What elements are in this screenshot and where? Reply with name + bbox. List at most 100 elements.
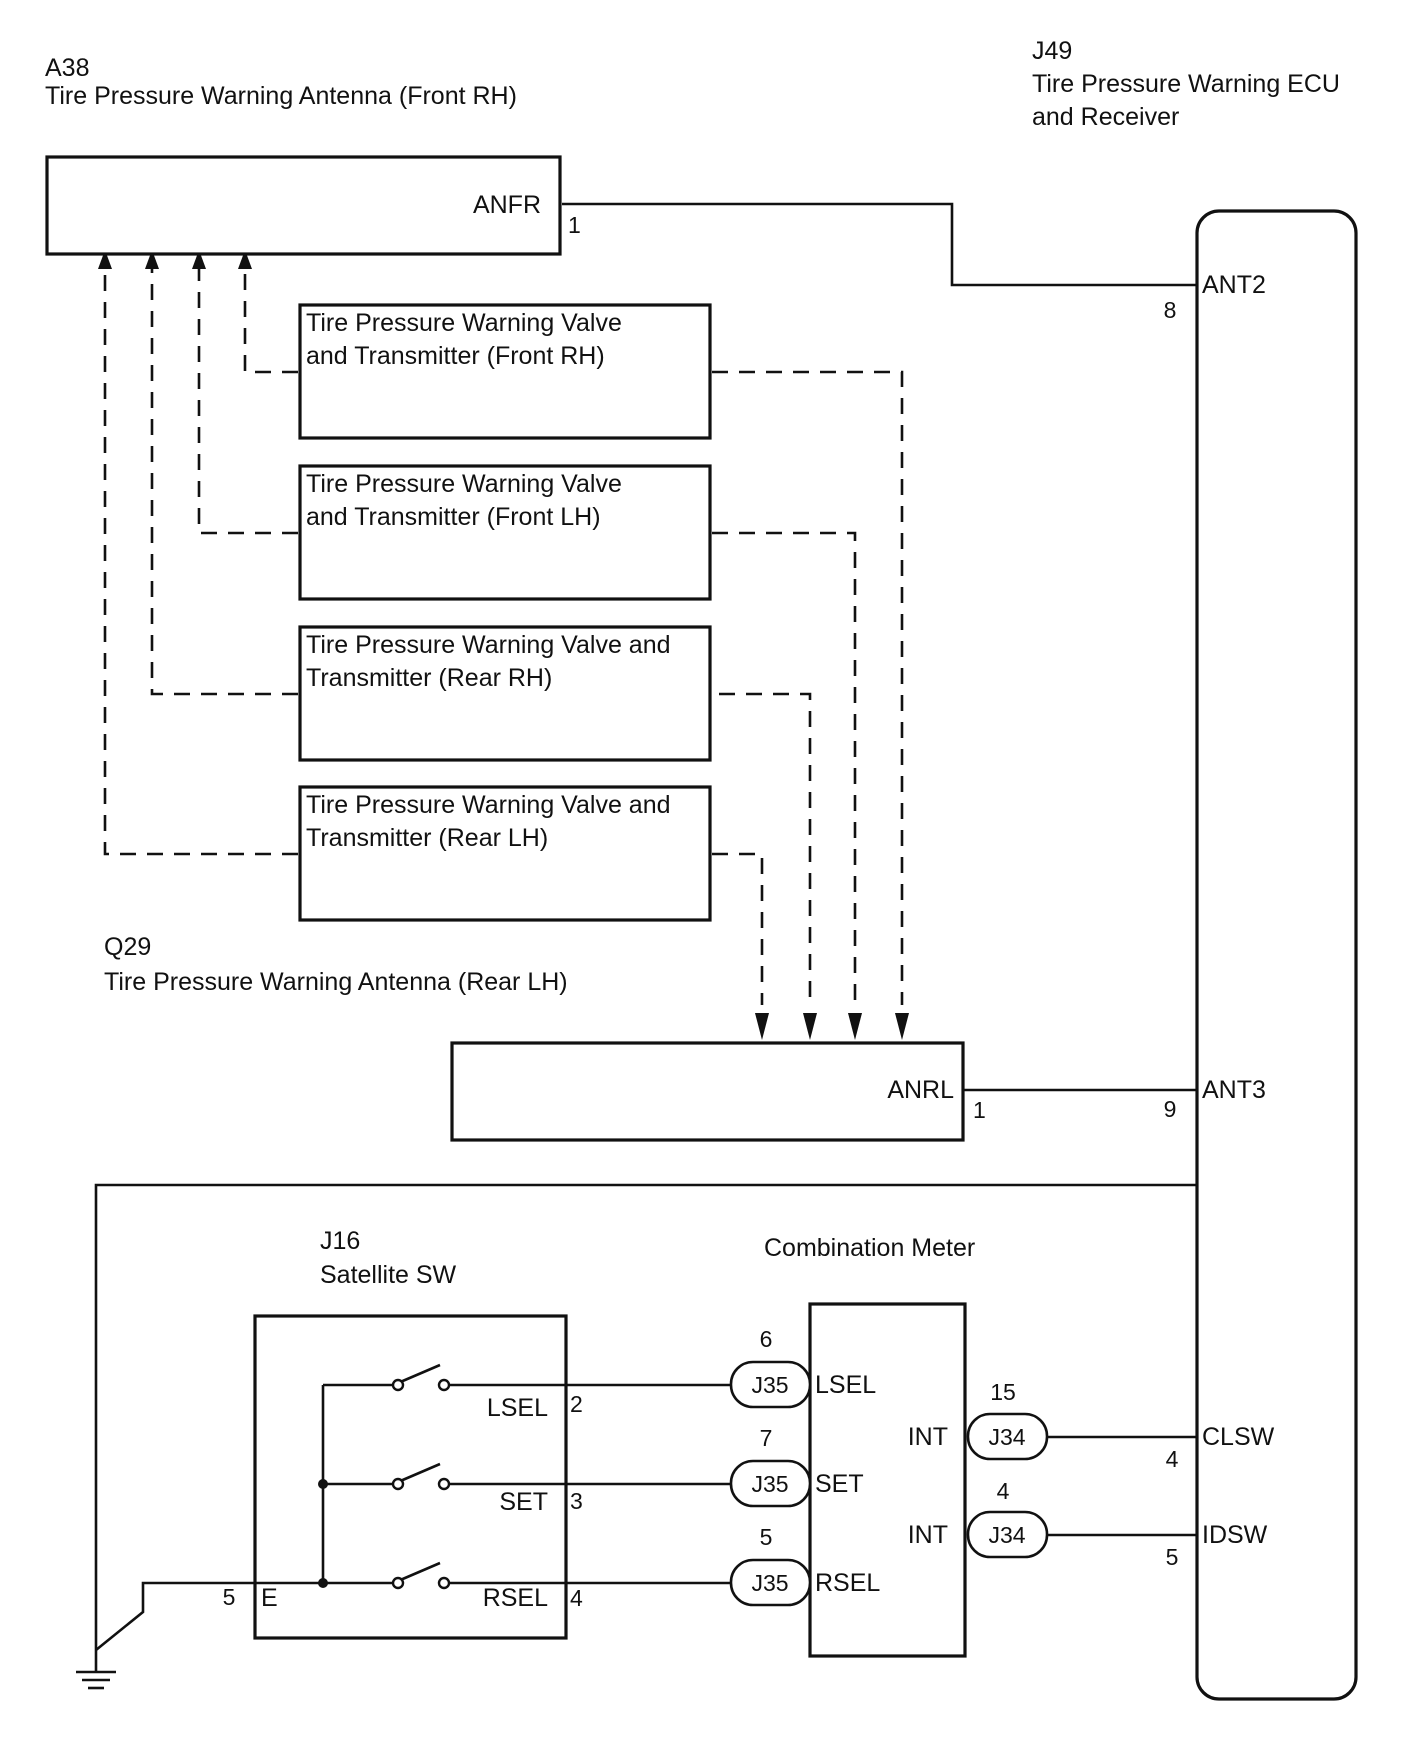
transmitter-box bbox=[298, 625, 712, 762]
component-a38: A38 Tire Pressure Warning Antenna (Front… bbox=[45, 54, 581, 256]
arrow-up bbox=[238, 250, 252, 269]
rf-front-rh-to-q29 bbox=[712, 370, 904, 1005]
connector-pin: 7 bbox=[760, 1425, 773, 1451]
component-combination-meter: Combination Meter J35 6 LSEL J35 7 SET J… bbox=[729, 1234, 1049, 1658]
q29-box bbox=[450, 1041, 965, 1142]
connector-label: J34 bbox=[988, 1522, 1025, 1548]
j49-pin-clsw: 4 bbox=[1166, 1446, 1179, 1472]
connector-j35-set bbox=[729, 1459, 812, 1508]
q29-terminal-anrl: ANRL bbox=[887, 1076, 954, 1104]
j49-title-line2: and Receiver bbox=[1032, 103, 1179, 131]
transmitter-box bbox=[298, 303, 712, 440]
combination-meter-title: Combination Meter bbox=[764, 1234, 975, 1262]
meter-terminal-rsel: RSEL bbox=[815, 1569, 880, 1597]
rf-front-lh-to-q29 bbox=[712, 531, 857, 1005]
wire-ground-bus bbox=[94, 1183, 1197, 1650]
meter-terminal-set: SET bbox=[815, 1470, 864, 1498]
transmitter-label-line1: Tire Pressure Warning Valve bbox=[306, 309, 622, 337]
ground-icon bbox=[76, 1650, 116, 1690]
transmitter-label-line1: Tire Pressure Warning Valve bbox=[306, 470, 622, 498]
arrow-down bbox=[755, 1013, 769, 1040]
rf-rear-rh-to-a38 bbox=[150, 266, 298, 696]
j16-pin-set: 3 bbox=[570, 1488, 583, 1514]
connector-label: J35 bbox=[751, 1372, 788, 1398]
j49-terminal-clsw: CLSW bbox=[1202, 1423, 1275, 1451]
connector-j35-lsel bbox=[729, 1360, 812, 1409]
j16-terminal-e: E bbox=[261, 1584, 278, 1612]
connector-j34-idsw bbox=[966, 1510, 1049, 1559]
transmitter-label-line2: Transmitter (Rear LH) bbox=[306, 824, 548, 852]
connector-pin: 5 bbox=[760, 1524, 773, 1550]
arrow-up bbox=[192, 250, 206, 269]
j49-title-line1: Tire Pressure Warning ECU bbox=[1032, 70, 1340, 98]
meter-terminal-int-1: INT bbox=[908, 1423, 948, 1451]
connector-label: J34 bbox=[988, 1424, 1025, 1450]
arrow-down bbox=[895, 1013, 909, 1040]
j16-title: Satellite SW bbox=[320, 1261, 457, 1289]
a38-title: Tire Pressure Warning Antenna (Front RH) bbox=[45, 82, 517, 110]
j16-terminal-lsel: LSEL bbox=[487, 1394, 548, 1422]
rf-front-lh-to-a38 bbox=[197, 266, 298, 535]
component-j49: J49 Tire Pressure Warning ECU and Receiv… bbox=[1032, 37, 1358, 1701]
connector-pin: 4 bbox=[997, 1478, 1010, 1504]
arrow-up bbox=[98, 250, 112, 269]
switch-set-icon bbox=[391, 1462, 566, 1491]
j49-pin-ant3: 9 bbox=[1164, 1096, 1177, 1122]
transmitter-label-line2: Transmitter (Rear RH) bbox=[306, 664, 552, 692]
rf-front-rh-to-a38 bbox=[243, 266, 298, 374]
meter-terminal-lsel: LSEL bbox=[815, 1371, 876, 1399]
j49-terminal-ant2: ANT2 bbox=[1202, 271, 1266, 299]
transmitter-box bbox=[298, 464, 712, 601]
component-j16: J16 Satellite SW LSE bbox=[223, 1227, 583, 1640]
j16-pin-rsel: 4 bbox=[570, 1585, 583, 1611]
a38-terminal-anfr: ANFR bbox=[473, 191, 541, 219]
connector-label: J35 bbox=[751, 1570, 788, 1596]
j49-pin-idsw: 5 bbox=[1166, 1544, 1179, 1570]
j16-pin-lsel: 2 bbox=[570, 1391, 583, 1417]
rf-rear-rh-to-q29 bbox=[719, 692, 812, 1005]
switch-rsel-icon bbox=[391, 1561, 566, 1590]
transmitter-label-line1: Tire Pressure Warning Valve and bbox=[306, 631, 671, 659]
j16-pin-e: 5 bbox=[223, 1584, 236, 1610]
transmitter-box bbox=[298, 785, 712, 922]
arrow-up bbox=[145, 250, 159, 269]
q29-title: Tire Pressure Warning Antenna (Rear LH) bbox=[104, 968, 568, 996]
transmitter-rear-lh: Tire Pressure Warning Valve and Transmit… bbox=[298, 785, 712, 922]
j16-terminal-set: SET bbox=[499, 1488, 548, 1516]
j16-terminal-rsel: RSEL bbox=[483, 1584, 548, 1612]
wire-ground-e bbox=[95, 1581, 255, 1652]
rf-links bbox=[98, 250, 909, 1040]
meter-terminal-int-2: INT bbox=[908, 1521, 948, 1549]
transmitter-rear-rh: Tire Pressure Warning Valve and Transmit… bbox=[298, 625, 712, 762]
j16-code: J16 bbox=[320, 1227, 360, 1255]
transmitter-label-line2: and Transmitter (Front RH) bbox=[306, 342, 605, 370]
switch-lsel-icon bbox=[391, 1363, 566, 1392]
j49-terminal-idsw: IDSW bbox=[1202, 1521, 1268, 1549]
j49-code: J49 bbox=[1032, 37, 1072, 65]
junction-dot bbox=[318, 1578, 328, 1588]
connector-j34-clsw bbox=[966, 1412, 1049, 1461]
connector-pin: 6 bbox=[760, 1326, 773, 1352]
junction-dot bbox=[318, 1479, 328, 1489]
arrow-down bbox=[848, 1013, 862, 1040]
wires bbox=[94, 202, 1197, 1652]
wire-anfr-ant2 bbox=[562, 202, 1197, 287]
a38-pin: 1 bbox=[568, 212, 581, 238]
arrow-down bbox=[803, 1013, 817, 1040]
connector-label: J35 bbox=[751, 1471, 788, 1497]
j49-box bbox=[1195, 209, 1358, 1701]
j49-pin-ant2: 8 bbox=[1164, 297, 1177, 323]
q29-code: Q29 bbox=[104, 933, 151, 961]
rf-rear-lh-to-a38 bbox=[103, 266, 298, 856]
connector-j35-rsel bbox=[729, 1558, 812, 1607]
connector-pin: 15 bbox=[990, 1379, 1016, 1405]
transmitter-front-lh: Tire Pressure Warning Valve and Transmit… bbox=[298, 464, 712, 601]
transmitter-label-line2: and Transmitter (Front LH) bbox=[306, 503, 601, 531]
j49-terminal-ant3: ANT3 bbox=[1202, 1076, 1266, 1104]
transmitter-label-line1: Tire Pressure Warning Valve and bbox=[306, 791, 671, 819]
q29-pin: 1 bbox=[973, 1097, 986, 1123]
rf-rear-lh-to-q29 bbox=[712, 852, 764, 1005]
a38-code: A38 bbox=[45, 54, 89, 82]
component-q29: Q29 Tire Pressure Warning Antenna (Rear … bbox=[104, 933, 986, 1142]
